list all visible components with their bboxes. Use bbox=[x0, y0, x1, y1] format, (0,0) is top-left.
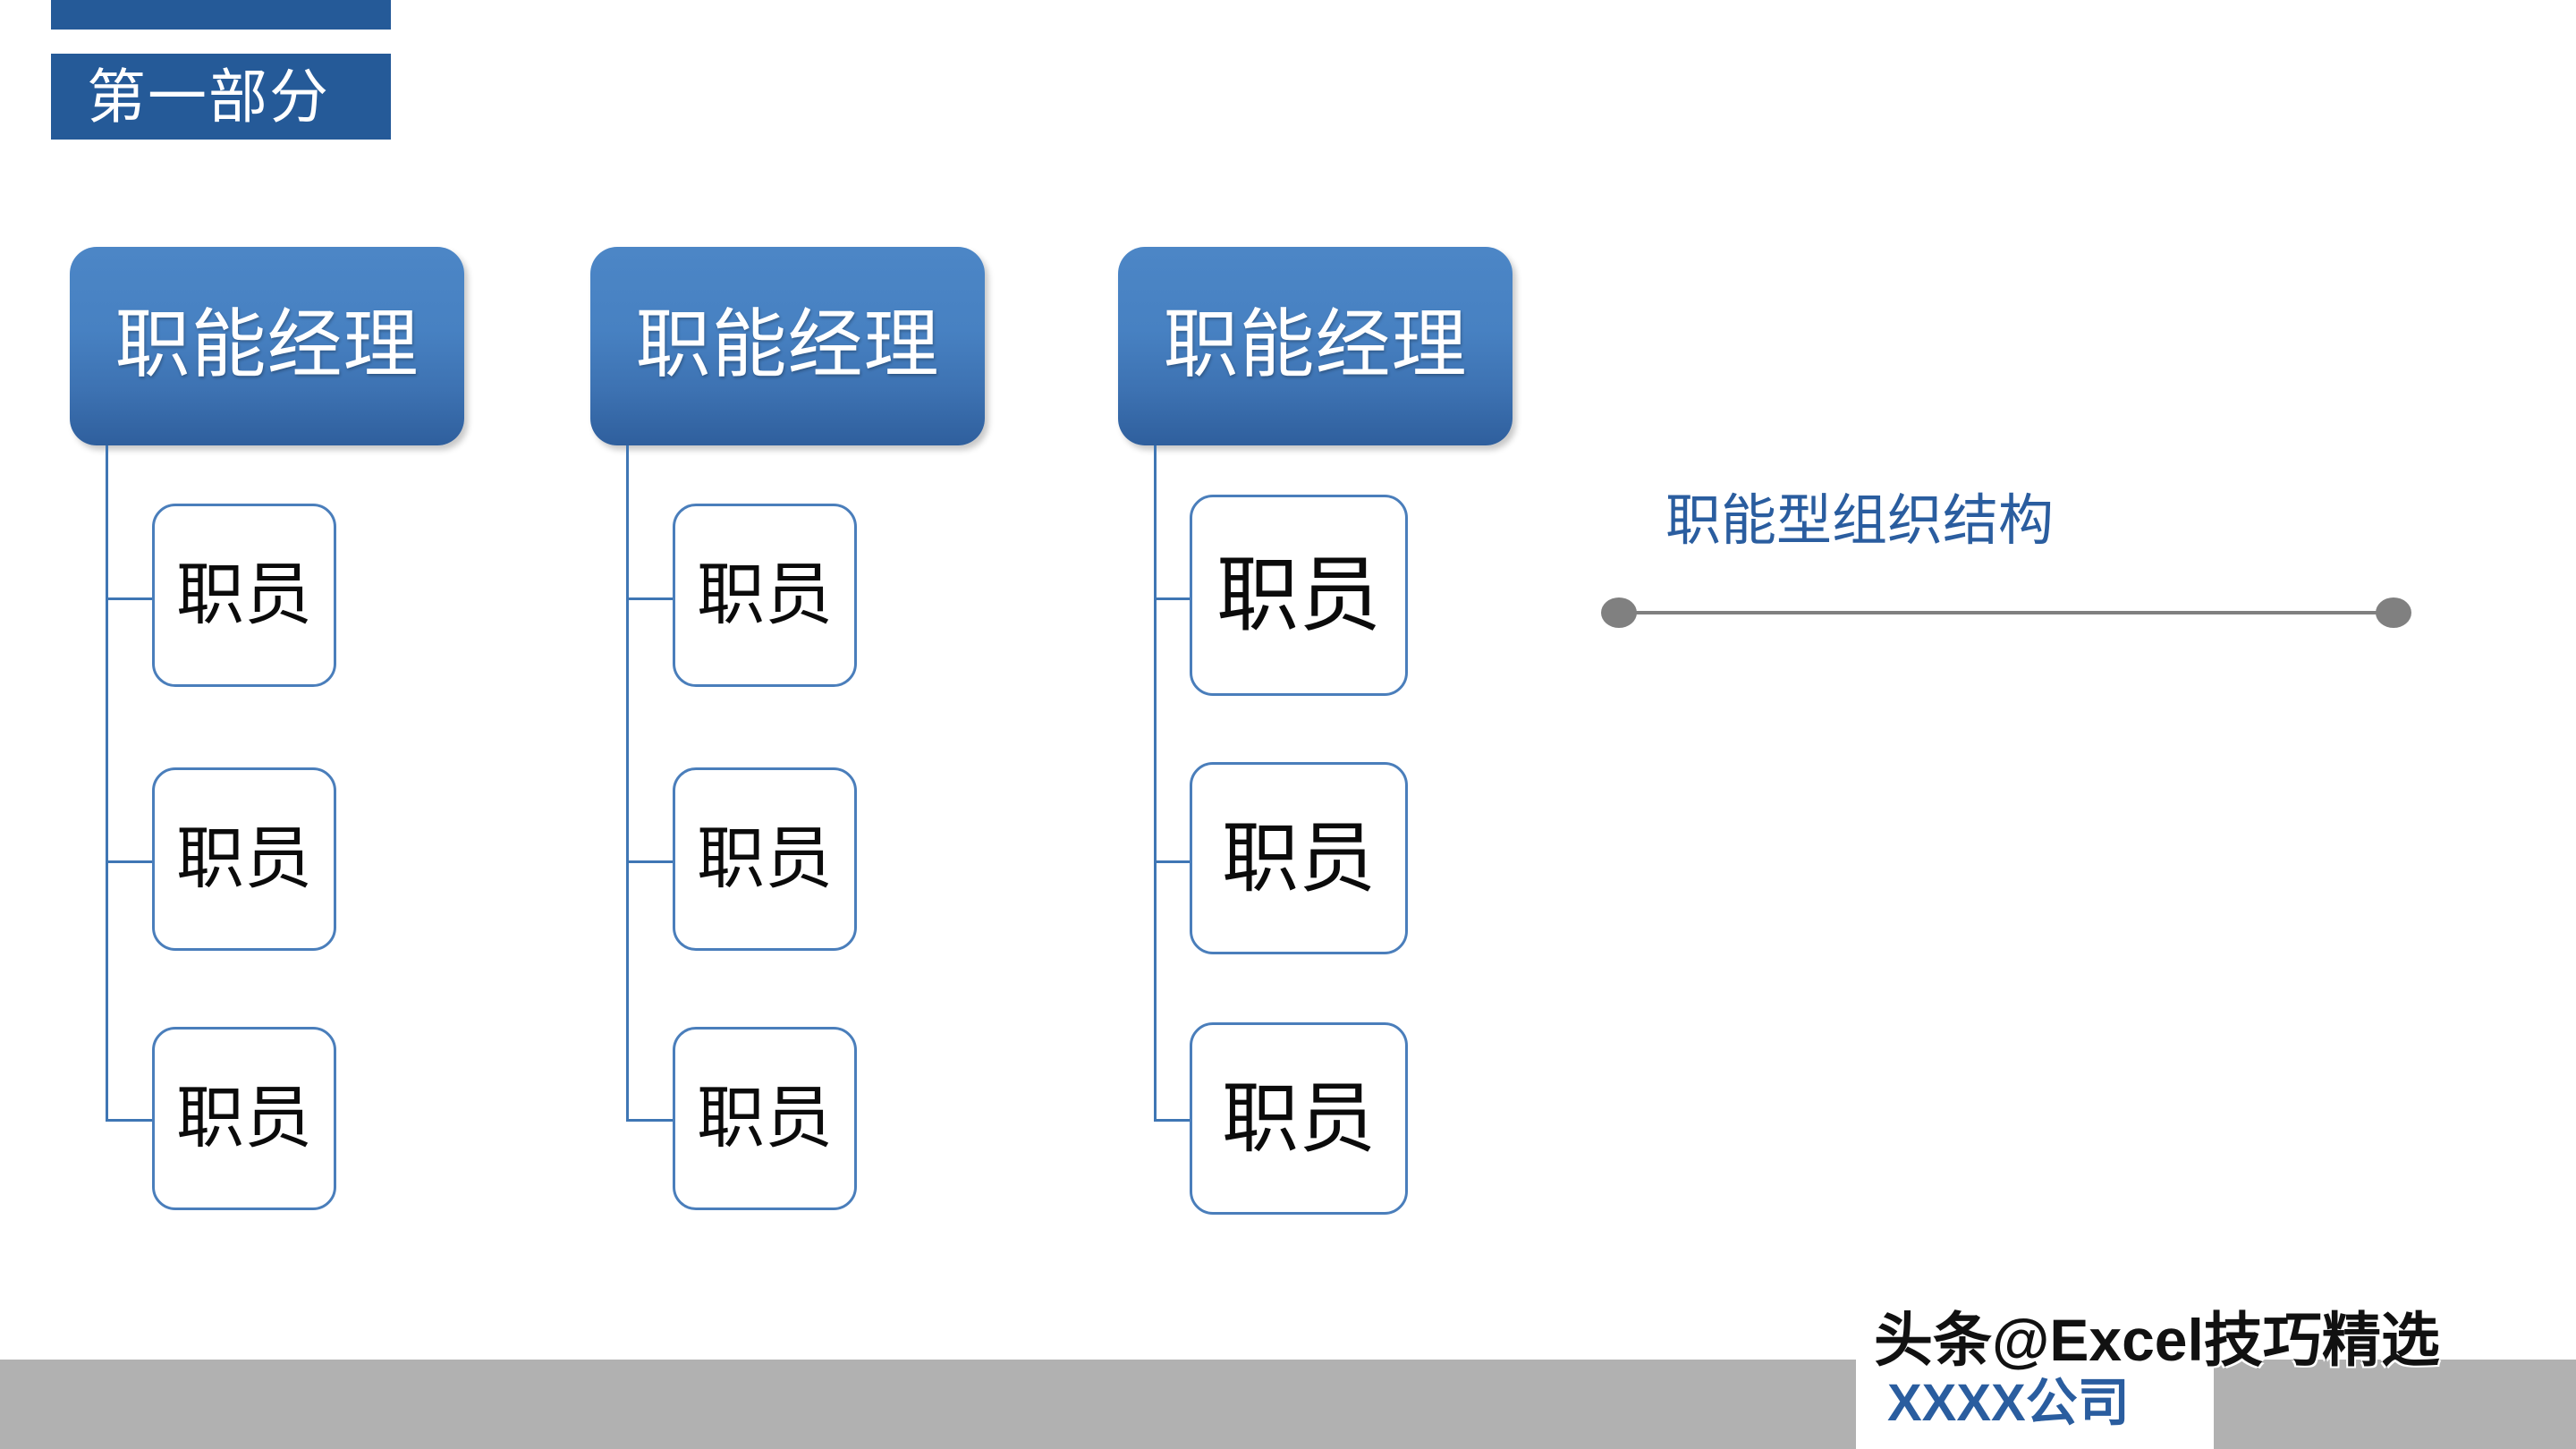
watermark-label: 头条@Excel技巧精选 bbox=[1874, 1307, 2440, 1373]
connector-trunk-2 bbox=[626, 445, 629, 1122]
staff-box-3-1[interactable]: 职员 bbox=[1190, 495, 1408, 696]
manager-label-1: 职能经理 bbox=[114, 304, 419, 387]
connector-stub-3-3 bbox=[1154, 1119, 1193, 1122]
section-tag: 第一部分 bbox=[51, 54, 391, 140]
staff-box-1-1[interactable]: 职员 bbox=[152, 504, 336, 687]
staff-label-3-3: 职员 bbox=[1222, 1075, 1376, 1162]
staff-label-2-2: 职员 bbox=[697, 821, 833, 897]
section-tag-label: 第一部分 bbox=[87, 64, 330, 130]
footer-notch bbox=[1856, 1360, 2214, 1449]
staff-label-1-1: 职员 bbox=[176, 557, 312, 633]
footer-company-label: XXXX公司 bbox=[1887, 1374, 2130, 1432]
header-accent-bar bbox=[51, 0, 391, 30]
staff-box-3-3[interactable]: 职员 bbox=[1190, 1022, 1408, 1215]
connector-stub-1-2 bbox=[106, 860, 154, 863]
annotation-dot-right bbox=[2376, 597, 2411, 628]
connector-stub-1-3 bbox=[106, 1119, 154, 1122]
staff-label-2-3: 职员 bbox=[697, 1080, 833, 1157]
staff-box-2-3[interactable]: 职员 bbox=[673, 1027, 857, 1210]
connector-stub-3-1 bbox=[1154, 597, 1193, 600]
staff-label-2-1: 职员 bbox=[697, 557, 833, 633]
annotation-line bbox=[1626, 611, 2395, 614]
staff-label-1-3: 职员 bbox=[176, 1080, 312, 1157]
staff-box-3-2[interactable]: 职员 bbox=[1190, 762, 1408, 954]
staff-box-2-1[interactable]: 职员 bbox=[673, 504, 857, 687]
manager-box-3[interactable]: 职能经理 bbox=[1118, 247, 1513, 445]
connector-stub-2-1 bbox=[626, 597, 674, 600]
manager-label-3: 职能经理 bbox=[1163, 304, 1468, 387]
annotation-label: 职能型组织结构 bbox=[1665, 490, 2055, 552]
manager-box-2[interactable]: 职能经理 bbox=[590, 247, 985, 445]
connector-stub-3-2 bbox=[1154, 860, 1193, 863]
connector-stub-1-1 bbox=[106, 597, 154, 600]
manager-label-2: 职能经理 bbox=[635, 304, 940, 387]
staff-label-1-2: 职员 bbox=[176, 821, 312, 897]
staff-box-2-2[interactable]: 职员 bbox=[673, 767, 857, 951]
manager-box-1[interactable]: 职能经理 bbox=[70, 247, 464, 445]
staff-box-1-2[interactable]: 职员 bbox=[152, 767, 336, 951]
connector-trunk-3 bbox=[1154, 445, 1157, 1122]
staff-box-1-3[interactable]: 职员 bbox=[152, 1027, 336, 1210]
staff-label-3-1: 职员 bbox=[1216, 549, 1381, 641]
connector-stub-2-3 bbox=[626, 1119, 674, 1122]
staff-label-3-2: 职员 bbox=[1222, 815, 1376, 902]
org-chart: 职能经理 职员 职员 职员 职能经理 bbox=[70, 247, 1513, 1215]
connector-stub-2-2 bbox=[626, 860, 674, 863]
connector-trunk-1 bbox=[106, 445, 108, 1122]
